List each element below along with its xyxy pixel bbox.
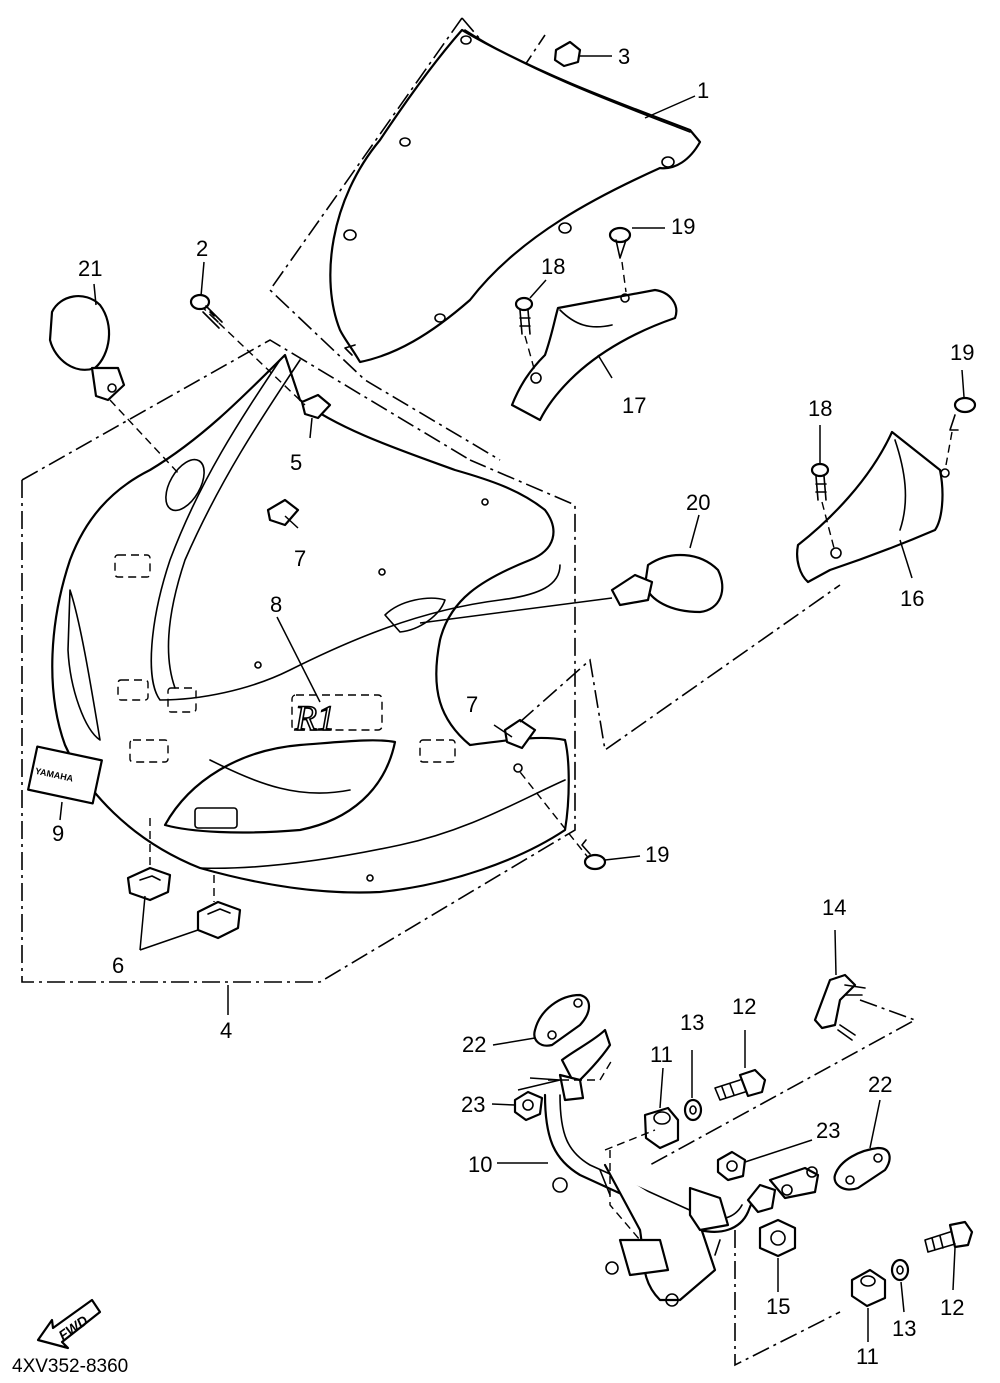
callout-4: 4 — [220, 1018, 232, 1043]
yamaha-emblem: YAMAHA — [27, 745, 103, 805]
leader-lines — [59, 95, 965, 1342]
bracket-22-part — [533, 993, 891, 1191]
callout-14: 14 — [822, 895, 846, 920]
callout-20: 20 — [686, 490, 710, 515]
callout-19a: 19 — [671, 214, 695, 239]
bracket-14-part — [649, 973, 917, 1166]
callout-12a: 12 — [732, 994, 756, 1019]
callout-18b: 18 — [808, 396, 832, 421]
callout-13b: 13 — [892, 1316, 916, 1341]
nut-15-part — [758, 1218, 797, 1258]
callout-12b: 12 — [940, 1295, 964, 1320]
damper-11-part — [643, 1106, 887, 1308]
callout-18a: 18 — [541, 254, 565, 279]
callout-11b: 11 — [856, 1344, 879, 1369]
callout-19b: 19 — [950, 340, 974, 365]
screw-3-part — [553, 40, 612, 68]
screw-19a-part — [608, 226, 665, 293]
clip-nut-part — [266, 393, 537, 750]
callout-22a: 22 — [462, 1032, 486, 1057]
callout-17: 17 — [622, 393, 646, 418]
mirror-left-part — [48, 295, 126, 402]
callout-8: 8 — [270, 592, 282, 617]
callout-3: 3 — [618, 44, 630, 69]
fwd-arrow-icon: FWD — [36, 1298, 102, 1350]
screw-18b-part — [810, 462, 835, 549]
callout-21: 21 — [78, 256, 102, 281]
side-panel-17-part — [510, 288, 678, 422]
callout-15: 15 — [766, 1294, 790, 1319]
screw-18a-part — [514, 296, 536, 373]
screw-19c-part — [581, 839, 641, 871]
callout-13a: 13 — [680, 1010, 704, 1035]
callout-23a: 23 — [461, 1092, 485, 1117]
callout-6: 6 — [112, 953, 124, 978]
callout-9: 9 — [52, 821, 64, 846]
mirror-right-part — [419, 553, 724, 624]
callout-16: 16 — [900, 586, 924, 611]
callout-labels: 1 2 3 4 5 6 7 7 8 9 10 11 11 12 12 13 13… — [52, 44, 974, 1369]
screw-2-part — [189, 293, 223, 329]
screw-19b-part — [945, 396, 977, 466]
callout-19c: 19 — [645, 842, 669, 867]
callout-7a: 7 — [294, 546, 306, 571]
callout-7b: 7 — [466, 692, 478, 717]
r1-badge: R1 — [294, 698, 335, 738]
callout-1: 1 — [697, 78, 709, 103]
bolt-12-part — [714, 1068, 974, 1253]
callout-11a: 11 — [650, 1042, 673, 1067]
diagram-code: 4XV352-8360 — [12, 1356, 128, 1377]
washer-13-part — [683, 1098, 910, 1282]
nut-23-part — [513, 1077, 747, 1182]
upper-cowling-part: R1 — [21, 339, 576, 983]
callout-2: 2 — [196, 236, 208, 261]
callout-22b: 22 — [868, 1072, 892, 1097]
callout-10: 10 — [468, 1152, 492, 1177]
callout-5: 5 — [290, 450, 302, 475]
cowling-stay-part — [543, 1028, 820, 1307]
callout-23b: 23 — [816, 1118, 840, 1143]
windshield-part — [268, 17, 702, 461]
